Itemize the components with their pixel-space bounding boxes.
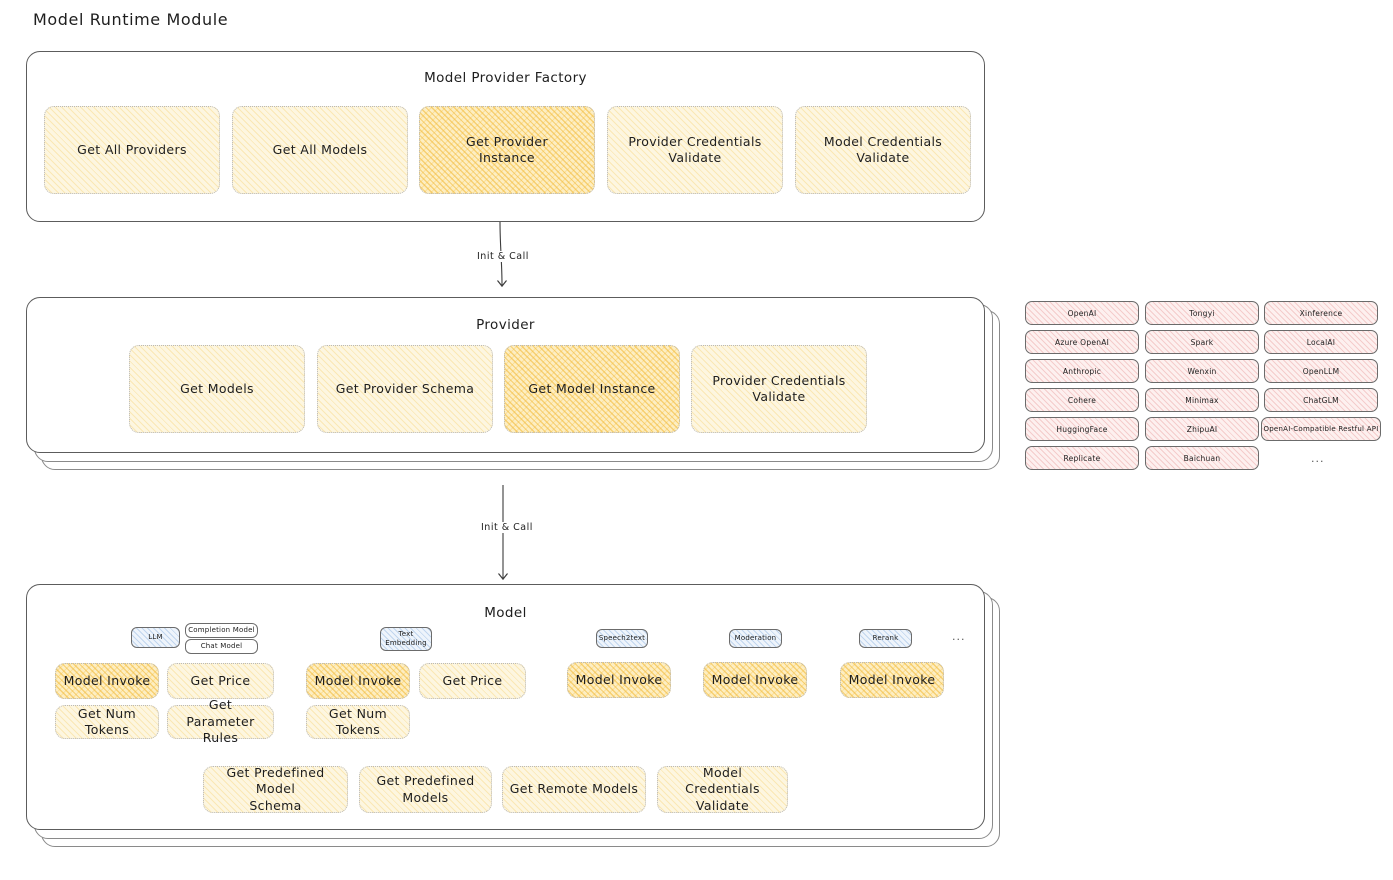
text-embedding-node-model-invoke[interactable]: Model Invoke [306, 663, 410, 699]
model-type-chip-text-embedding[interactable]: Text Embedding [380, 627, 432, 651]
llm-node-get-price[interactable]: Get Price [167, 663, 274, 699]
factory-node-provider-credentials-validate[interactable]: Provider Credentials Validate [607, 106, 783, 194]
provider-node-provider-credentials-validate[interactable]: Provider Credentials Validate [691, 345, 867, 433]
provider-chip-anthropic[interactable]: Anthropic [1025, 359, 1139, 383]
provider-chip-xinference[interactable]: Xinference [1264, 301, 1378, 325]
provider-chip-openai-compatible-restful-api[interactable]: OpenAI-Compatible Restful API [1261, 417, 1381, 441]
model-node-get-predefined-models[interactable]: Get Predefined Models [359, 766, 492, 813]
model-node-get-predefined-model-schema[interactable]: Get Predefined Model Schema [203, 765, 348, 813]
provider-chip-tongyi[interactable]: Tongyi [1145, 301, 1259, 325]
provider-chip-replicate[interactable]: Replicate [1025, 446, 1139, 470]
text-embedding-node-get-num-tokens[interactable]: Get Num Tokens [306, 705, 410, 739]
model-type-chip-rerank[interactable]: Rerank [859, 629, 912, 648]
moderation-node-model-invoke[interactable]: Model Invoke [703, 662, 807, 698]
model-subchip-chat-model[interactable]: Chat Model [185, 639, 258, 654]
provider-chip-localai[interactable]: LocalAI [1264, 330, 1378, 354]
page-title: Model Runtime Module [33, 10, 229, 29]
arrow-label-init-call-2: Init & Call [478, 522, 536, 533]
provider-chip-wenxin[interactable]: Wenxin [1145, 359, 1259, 383]
provider-chip-spark[interactable]: Spark [1145, 330, 1259, 354]
text-embedding-node-get-price[interactable]: Get Price [419, 663, 526, 699]
factory-node-model-credentials-validate[interactable]: Model Credentials Validate [795, 106, 971, 194]
arrow-label-init-call-1: Init & Call [474, 251, 532, 262]
model-node-get-remote-models[interactable]: Get Remote Models [502, 766, 646, 813]
provider-chip-baichuan[interactable]: Baichuan [1145, 446, 1259, 470]
provider-chip-minimax[interactable]: Minimax [1145, 388, 1259, 412]
factory-node-get-provider-instance[interactable]: Get Provider Instance [419, 106, 595, 194]
model-types-more-ellipsis: ... [952, 630, 966, 643]
factory-title: Model Provider Factory [424, 70, 587, 86]
provider-chip-huggingface[interactable]: HuggingFace [1025, 417, 1139, 441]
provider-chip-cohere[interactable]: Cohere [1025, 388, 1139, 412]
provider-chip-chatglm[interactable]: ChatGLM [1264, 388, 1378, 412]
provider-node-get-provider-schema[interactable]: Get Provider Schema [317, 345, 493, 433]
model-type-chip-speech2text[interactable]: Speech2text [596, 629, 648, 648]
provider-chip-openllm[interactable]: OpenLLM [1264, 359, 1378, 383]
llm-node-model-invoke[interactable]: Model Invoke [55, 663, 159, 699]
provider-list-more-ellipsis: ... [1311, 452, 1325, 465]
model-subchip-completion-model[interactable]: Completion Model [185, 623, 258, 638]
provider-node-get-model-instance[interactable]: Get Model Instance [504, 345, 680, 433]
model-type-chip-llm[interactable]: LLM [131, 627, 180, 648]
speech2text-node-model-invoke[interactable]: Model Invoke [567, 662, 671, 698]
model-node-model-credentials-validate[interactable]: Model Credentials Validate [657, 765, 788, 813]
factory-node-get-all-providers[interactable]: Get All Providers [44, 106, 220, 194]
provider-chip-zhipuai[interactable]: ZhipuAI [1145, 417, 1259, 441]
provider-chip-openai[interactable]: OpenAI [1025, 301, 1139, 325]
provider-title: Provider [476, 317, 535, 333]
provider-node-get-models[interactable]: Get Models [129, 345, 305, 433]
factory-node-get-all-models[interactable]: Get All Models [232, 106, 408, 194]
model-title: Model [484, 605, 527, 621]
model-type-chip-moderation[interactable]: Moderation [729, 629, 782, 648]
provider-chip-azure-openai[interactable]: Azure OpenAI [1025, 330, 1139, 354]
llm-node-get-num-tokens[interactable]: Get Num Tokens [55, 705, 159, 739]
rerank-node-model-invoke[interactable]: Model Invoke [840, 662, 944, 698]
llm-node-get-parameter-rules[interactable]: Get Parameter Rules [167, 697, 274, 745]
